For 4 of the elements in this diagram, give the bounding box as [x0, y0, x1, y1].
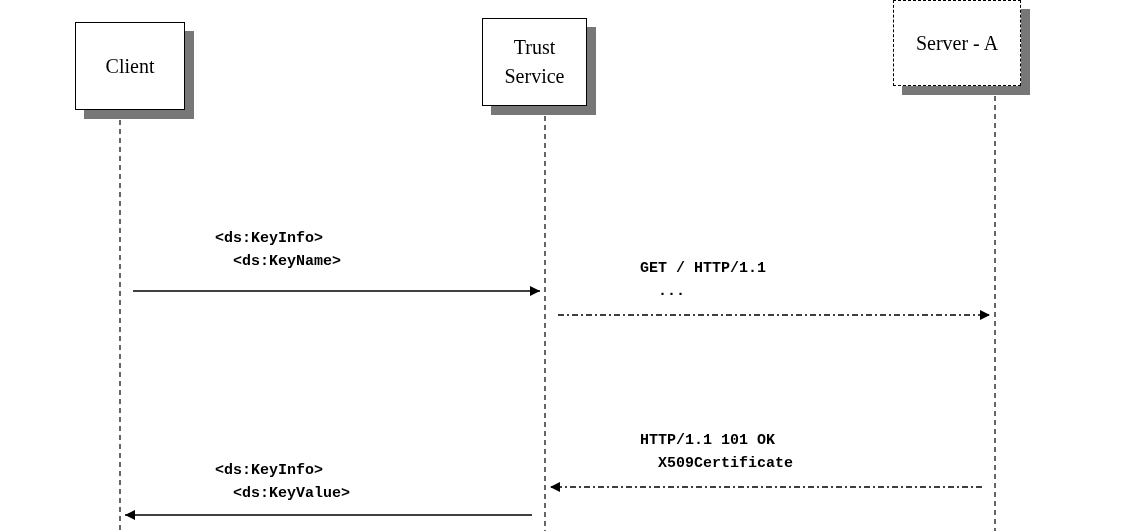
arrow [124, 510, 533, 520]
arrow [132, 286, 541, 296]
dashed-arrow [549, 482, 983, 492]
dashed-arrow [557, 310, 991, 320]
